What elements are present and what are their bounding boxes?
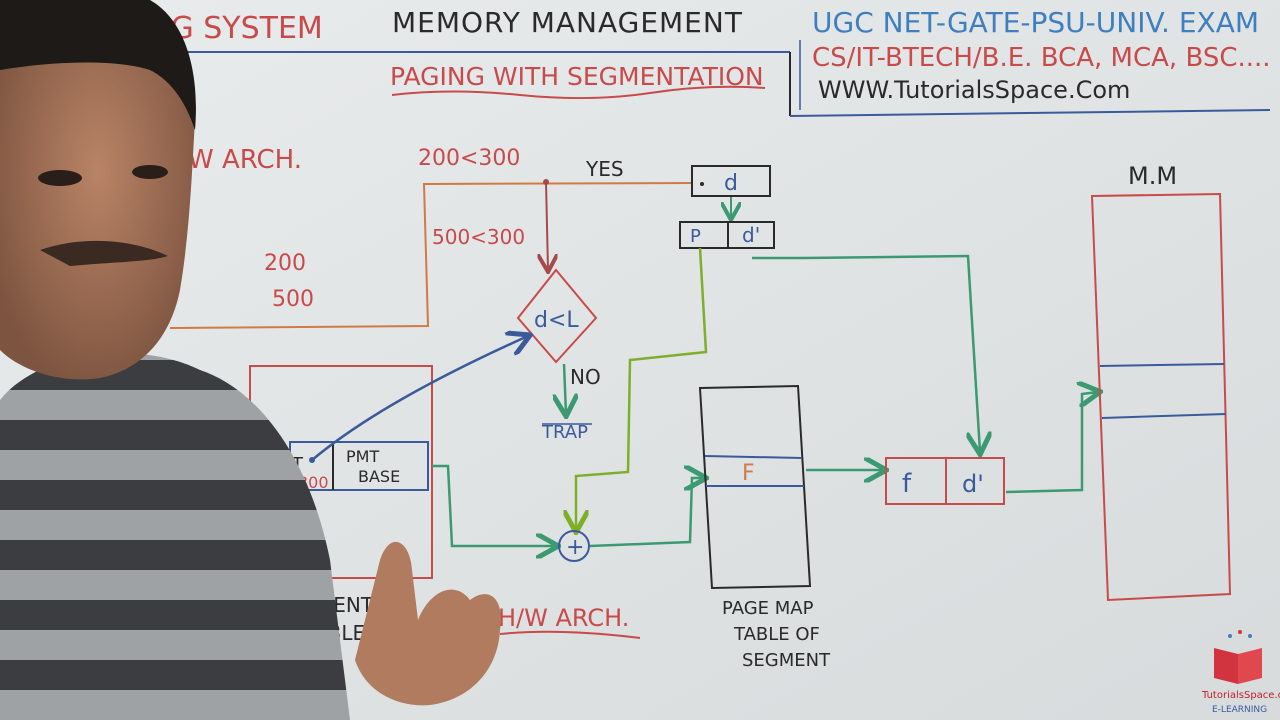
to-comparator-arrow [546,181,548,270]
hw-arch-top-label: W ARCH. [188,145,302,175]
pmt-caption-line3: SEGMENT [742,650,831,671]
yes-label: YES [585,157,624,181]
pmt-frame-entry: F [742,461,755,486]
adder-symbol: + [566,535,584,560]
logo-tagline: E-LEARNING [1212,705,1267,715]
subtopic-underline [391,85,766,100]
offset-d-label: d [724,171,738,196]
segment-pmt-line1: PMT [346,447,379,466]
page-map-table [698,384,812,590]
compare-yes-text: 200<300 [418,146,520,171]
pmt-caption-line1: PAGE MAP [722,598,814,619]
main-memory-block [1090,192,1232,602]
promo-line-2: CS/IT-BTECH/B.E. BCA, MCA, BSC.... [812,43,1271,73]
segment-caption-line2: ABLE [314,621,365,645]
segment-pmt-line2: BASE [358,467,400,486]
no-arrow [564,363,566,414]
physical-to-memory-arrow [1005,392,1098,494]
physical-offset-label: d' [962,470,984,498]
address-bus-line [169,182,693,329]
main-memory-label: M.M [1128,162,1177,190]
book-left-icon [1214,648,1238,684]
promo-underline [789,109,1271,117]
trap-label: TRAP [541,422,588,443]
no-label: NO [570,365,601,389]
page-number-path [576,247,708,530]
page-p-label: P [690,226,701,247]
value-500: 500 [272,287,314,312]
book-right-icon [1238,648,1262,684]
subtopic-title: PAGING WITH SEGMENTATION [390,62,764,91]
promo-line-3: WWW.TutorialsSpace.Com [818,76,1130,104]
offset-dot [700,182,704,186]
pmt-caption-line2: TABLE OF [733,624,820,645]
adder-circle [558,530,590,562]
limit-comparator [516,268,598,364]
comparator-label: d<L [534,308,579,333]
hw-arch-underline [499,630,641,639]
segment-limit: 300 [298,473,329,492]
base-to-adder-arrow [432,464,556,546]
adder-to-pmt-arrow [589,478,704,548]
page-dprime-label: d' [742,223,760,247]
value-200: 200 [264,251,306,276]
logo-brand: TutorialsSpace.com [1201,690,1280,701]
hw-arch-bottom-label: H/W ARCH. [498,604,629,632]
memory-frame-top [1099,363,1225,367]
memory-frame-bottom [1101,413,1227,419]
promo-line-1: UGC NET-GATE-PSU-UNIV. EXAM [812,6,1259,39]
offset-d-box [691,165,771,197]
os-title: NG SYSTEM [148,11,323,46]
tutorialsspace-logo: TutorialsSpace.com E-LEARNING [1201,630,1280,715]
topic-title: MEMORY MANAGEMENT [392,6,743,39]
pmt-row-top [704,455,803,459]
segment-caption-line1: MENT [316,593,374,617]
offset-path [752,254,980,452]
physical-frame-label: f [902,469,912,499]
compare-no-text: 500<300 [432,225,525,249]
limit-dot [309,457,315,463]
segment-t: T [291,454,304,475]
